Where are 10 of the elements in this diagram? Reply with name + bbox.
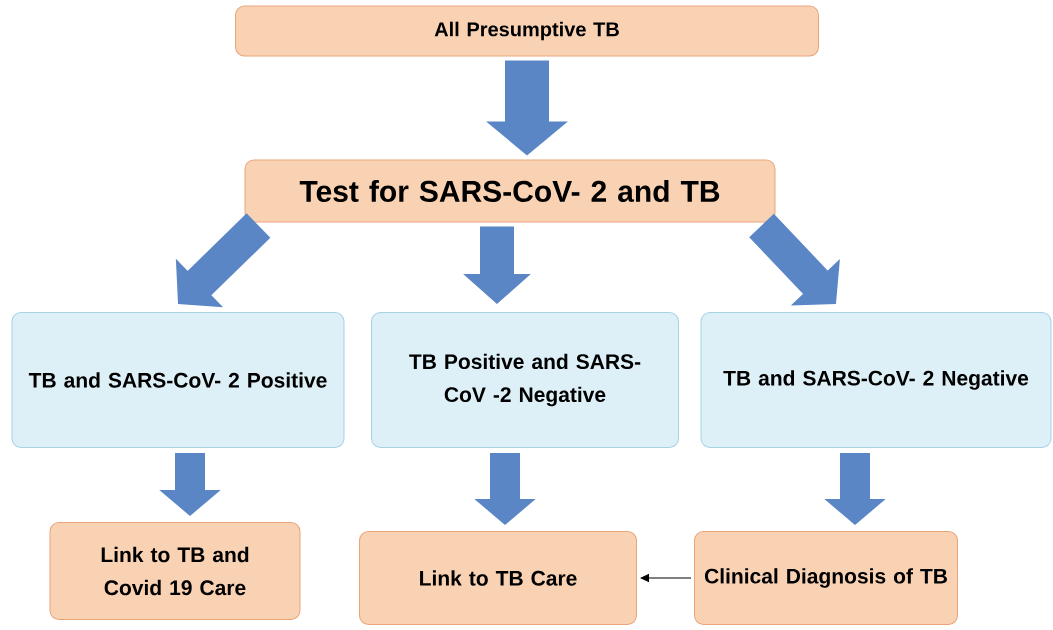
process-box: TB and SARS-CoV- 2 Positive (11, 312, 345, 448)
process-box: Link to TB Care (359, 531, 637, 625)
process-box: TB Positive and SARS-CoV -2 Negative (371, 312, 679, 448)
process-box: TB and SARS-CoV- 2 Negative (700, 312, 1052, 448)
process-box: Test for SARS-CoV- 2 and TB (244, 159, 776, 223)
connector-arrow (640, 574, 692, 582)
process-box: Link to TB and Covid 19 Care (49, 522, 301, 620)
process-box: Clinical Diagnosis of TB (694, 531, 958, 625)
process-box: All Presumptive TB (235, 5, 819, 57)
arrow (749, 213, 840, 306)
